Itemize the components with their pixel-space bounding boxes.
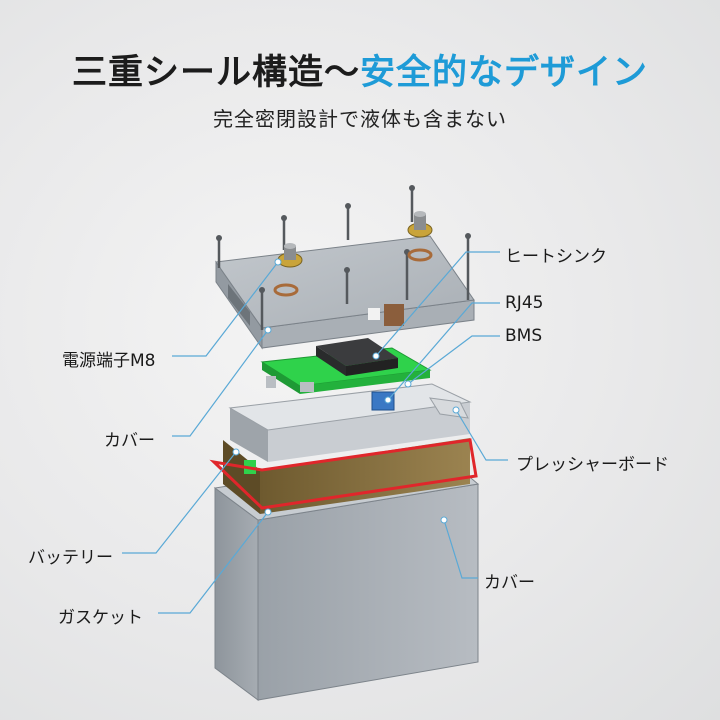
- page-subtitle: 完全密閉設計で液体も含まない: [213, 107, 507, 131]
- label-cover-bottom: カバー: [484, 573, 535, 593]
- pressure-board: [228, 383, 472, 462]
- title-accent: 安全的なデザイン: [360, 53, 649, 93]
- label-power-terminal: 電源端子M8: [62, 351, 156, 371]
- power-terminal-right: [407, 211, 433, 262]
- leader-lines: [122, 251, 508, 614]
- page-title: 三重シール構造〜安全的なデザイン: [0, 44, 720, 95]
- rj45-port: [371, 391, 395, 411]
- leader-dots: [232, 258, 460, 524]
- label-gasket: ガスケット: [58, 608, 143, 628]
- title-main: 三重シール構造〜: [71, 53, 360, 93]
- rj45-opening: [384, 304, 404, 326]
- lid-bolts: [217, 188, 470, 330]
- label-battery: バッテリー: [28, 548, 113, 568]
- gasket-ring: [209, 438, 478, 510]
- label-bms: BMS: [505, 326, 543, 346]
- label-pressure-board: プレッシャーボード: [516, 455, 669, 475]
- label-heatsink: ヒートシンク: [505, 247, 607, 267]
- label-rj45: RJ45: [505, 293, 544, 313]
- power-terminal-left: [273, 243, 303, 297]
- label-cover-top: カバー: [104, 431, 155, 451]
